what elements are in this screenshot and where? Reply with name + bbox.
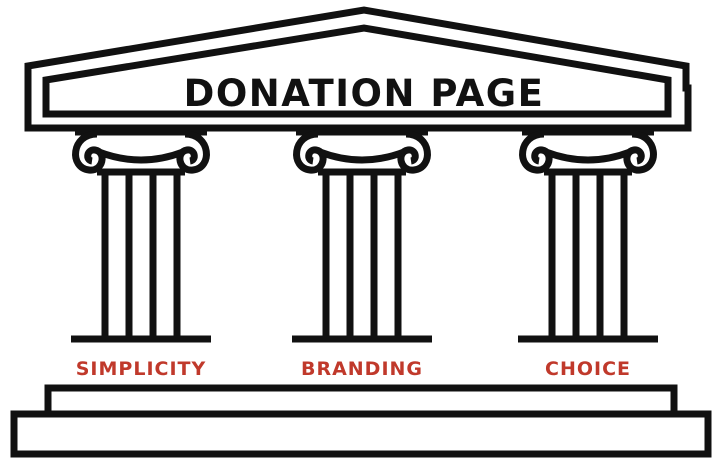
capital-volute-right (623, 130, 657, 174)
capital-volute-right (176, 130, 210, 174)
capital-echinus (544, 148, 632, 164)
pillar-simplicity (71, 128, 211, 343)
capital-volute-left (72, 130, 106, 174)
pillar-label-branding: BRANDING (301, 358, 423, 380)
pillars-group (71, 128, 658, 343)
base-upper-step (44, 384, 678, 418)
base-lower-step (10, 410, 712, 458)
capital-echinus (97, 148, 185, 164)
roof-inner (42, 24, 672, 118)
capital-volute-left (519, 130, 553, 174)
pillar-label-simplicity: SIMPLICITY (76, 358, 207, 380)
capital-volute-left (293, 130, 327, 174)
pillar-choice (518, 128, 658, 343)
pillar-branding (292, 128, 432, 343)
temple-base (10, 384, 712, 458)
roof-outer (24, 6, 692, 132)
roof-pediment (24, 6, 692, 132)
roof-title: DONATION PAGE (184, 72, 545, 115)
pillar-labels: SIMPLICITY BRANDING CHOICE (76, 358, 631, 380)
capital-volute-right (397, 130, 431, 174)
pillar-label-choice: CHOICE (545, 358, 631, 380)
capital-echinus (318, 148, 406, 164)
